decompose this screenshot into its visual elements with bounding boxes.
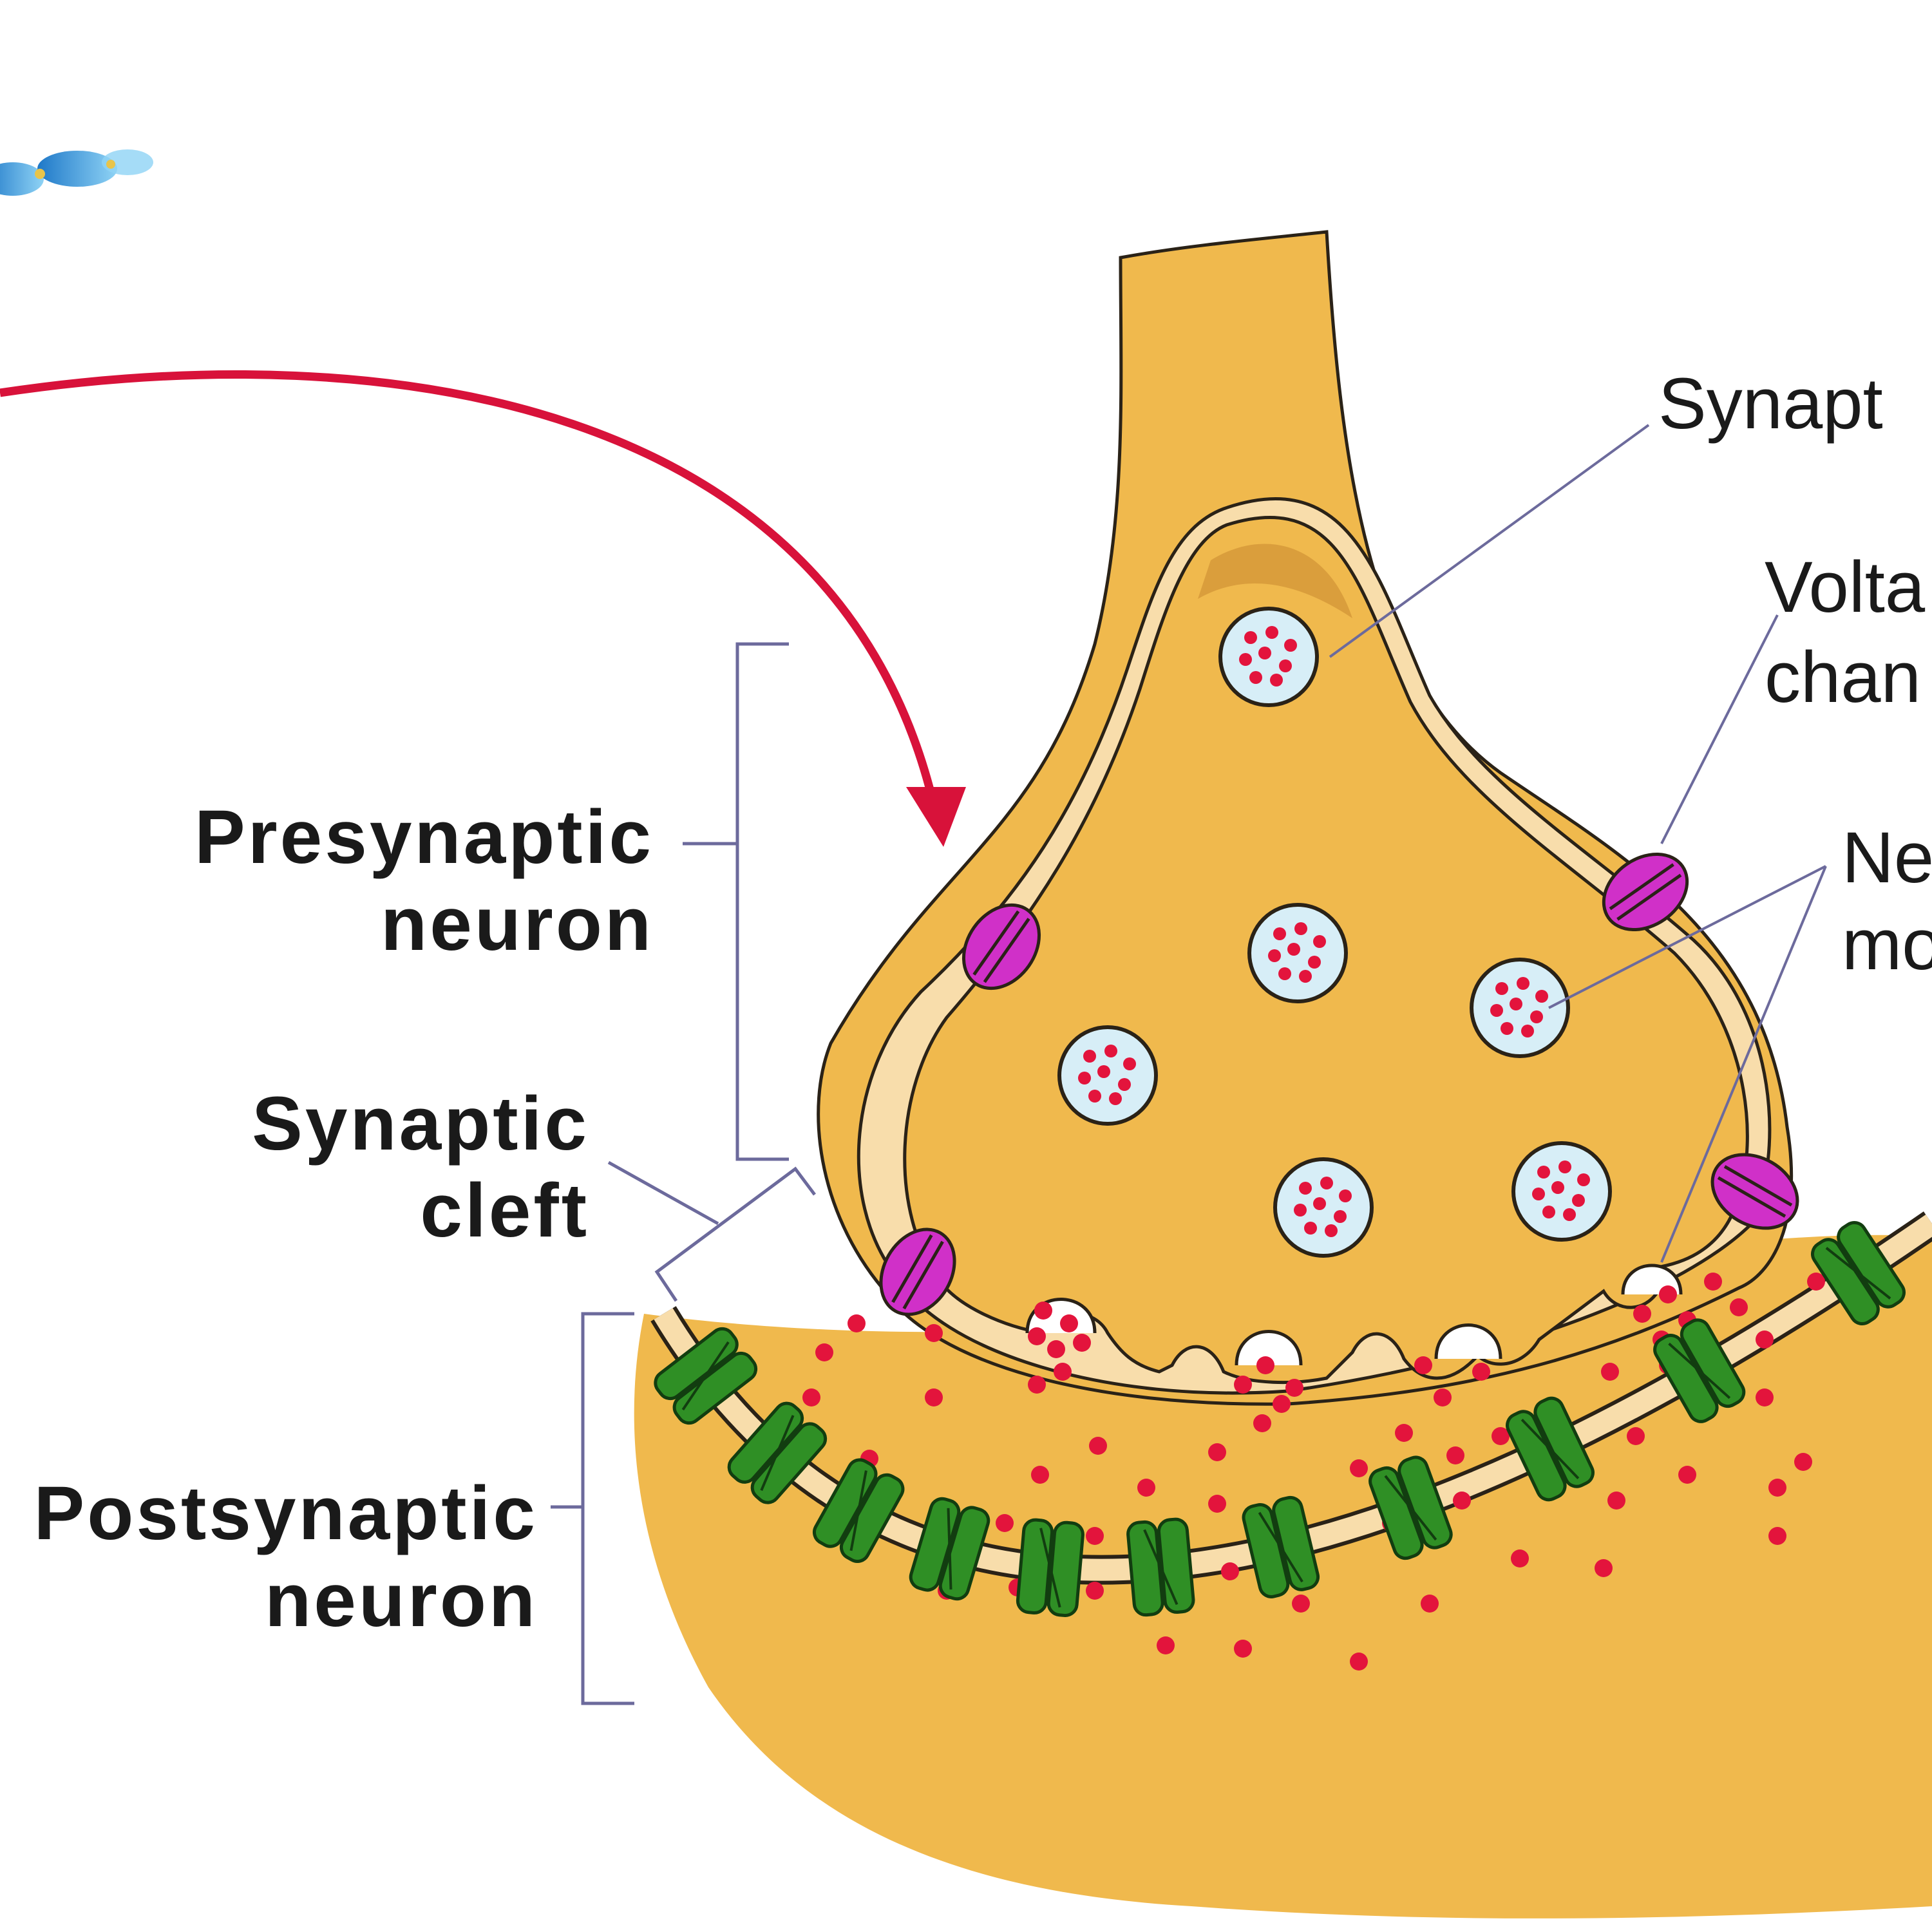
neurotransmitter-dot xyxy=(1511,1549,1529,1567)
receptor-channel-icon xyxy=(909,1497,990,1601)
receptor-channel-icon xyxy=(1016,1518,1084,1617)
neurotransmitter-dot xyxy=(1414,1356,1432,1374)
myelinated-axon-icon xyxy=(0,149,153,196)
action-potential-arrow xyxy=(0,370,966,847)
neurotransmitter-dot xyxy=(1292,1595,1310,1613)
neurotransmitter-dot xyxy=(1234,1640,1252,1658)
neurotransmitter-dot xyxy=(1768,1479,1786,1497)
neurotransmitter-dot xyxy=(1273,1395,1291,1413)
vesicles-label: Synapt xyxy=(1658,363,1883,444)
voltage-gated-channels xyxy=(879,852,1799,1316)
receptor-channel-icon xyxy=(654,1327,758,1425)
neurotransmitter-dot xyxy=(1472,1363,1490,1381)
neurotransmitter-dot xyxy=(848,1314,866,1332)
neurotransmitter-dot xyxy=(1054,1363,1072,1381)
neurotransmitter-dot xyxy=(1208,1495,1226,1513)
neurotransmitter-dot xyxy=(1434,1388,1452,1406)
receptor-channel-icon xyxy=(1506,1396,1595,1502)
presynaptic-label-line1: Presynaptic xyxy=(194,795,654,880)
label-leader-lines xyxy=(1329,424,1827,1263)
receptor-channel-icon xyxy=(1126,1517,1195,1617)
receptor-channel-icon xyxy=(812,1458,905,1564)
synaptic-vesicle xyxy=(1273,1157,1374,1258)
neurotransmitter-dot xyxy=(1453,1492,1471,1510)
neurotransmitter-dot xyxy=(1768,1527,1786,1545)
postsynaptic-bracket xyxy=(551,1312,634,1705)
receptor-channel-icon xyxy=(727,1401,828,1504)
receptor-channel-icon xyxy=(1368,1455,1453,1560)
voltage-channels-label-line2: chan xyxy=(1765,637,1921,717)
neurotransmitter-dot xyxy=(1633,1305,1651,1323)
neurotransmitter-dot xyxy=(1034,1302,1052,1320)
presynaptic-label-line2: neuron xyxy=(381,882,654,967)
neurotransmitter-dot xyxy=(1601,1363,1619,1381)
synaptic-vesicle xyxy=(1511,1141,1612,1242)
voltage-channels-label-line1: Volta xyxy=(1765,547,1926,627)
neurotransmitter-dot xyxy=(996,1514,1014,1532)
neurotransmitter-dot xyxy=(1089,1437,1107,1455)
neurotransmitter-dot xyxy=(1446,1446,1464,1464)
neurotransmitter-dot xyxy=(1659,1285,1677,1303)
neurotransmitter-dot xyxy=(1073,1334,1091,1352)
neurotransmitter-dot xyxy=(1756,1388,1774,1406)
cleft-label-line1: Synaptic xyxy=(252,1081,589,1166)
synaptic-vesicle xyxy=(1470,958,1570,1058)
receptor-channel-icon xyxy=(1811,1220,1906,1326)
neurotransmitter-dot xyxy=(1234,1376,1252,1394)
neurotransmitter-dot xyxy=(1794,1453,1812,1471)
synaptic-vesicles xyxy=(1057,607,1612,1258)
neurotransmitter-dot xyxy=(925,1388,943,1406)
neurotransmitter-dot xyxy=(1492,1427,1510,1445)
neurotransmitter-dot xyxy=(1756,1331,1774,1349)
neurotransmitter-label-line1: Ne xyxy=(1842,817,1932,898)
neurotransmitter-dot xyxy=(802,1388,820,1406)
neurotransmitter-dot xyxy=(1627,1427,1645,1445)
voltage-gated-channel-icon xyxy=(1710,1153,1799,1230)
fusing-vesicles xyxy=(1025,1264,1683,1366)
neurotransmitter-dot xyxy=(1704,1273,1722,1291)
synaptic-vesicle xyxy=(1218,607,1319,707)
neurotransmitter-dot xyxy=(1807,1273,1825,1291)
neurotransmitter-dot xyxy=(1031,1466,1049,1484)
postsynaptic-label-line1: Postsynaptic xyxy=(34,1471,538,1556)
neurotransmitter-dot xyxy=(1028,1327,1046,1345)
neurotransmitter-dot xyxy=(1730,1298,1748,1316)
synaptic-vesicle xyxy=(1247,903,1348,1003)
receptor-channel-icon xyxy=(1653,1318,1746,1423)
neurotransmitter-dot xyxy=(1253,1414,1271,1432)
cleft-bracket xyxy=(607,1160,816,1302)
neurotransmitter-dot xyxy=(1086,1527,1104,1545)
neurotransmitter-dot xyxy=(1678,1466,1696,1484)
neurotransmitter-label-line2: mo xyxy=(1842,904,1932,985)
cleft-label-line2: cleft xyxy=(420,1168,589,1253)
voltage-gated-channel-icon xyxy=(1602,852,1689,932)
postsynaptic-receptors xyxy=(654,1220,1906,1617)
postsynaptic-label-line2: neuron xyxy=(265,1558,538,1643)
neurotransmitter-dot xyxy=(1350,1653,1368,1671)
voltage-gated-channel-icon xyxy=(879,1227,956,1316)
neurotransmitter-dot xyxy=(1285,1379,1303,1397)
voltage-gated-channel-icon xyxy=(961,903,1041,990)
receptor-channel-icon xyxy=(1242,1495,1320,1598)
neurotransmitter-dot xyxy=(1350,1459,1368,1477)
presynaptic-bracket xyxy=(683,642,789,1161)
neurotransmitter-dot xyxy=(1595,1559,1613,1577)
neurotransmitter-dot xyxy=(1607,1492,1625,1510)
neurotransmitter-dot xyxy=(1086,1582,1104,1600)
neurotransmitter-dot xyxy=(925,1324,943,1342)
neurotransmitter-dot xyxy=(1256,1356,1274,1374)
neurotransmitter-dot xyxy=(1421,1595,1439,1613)
neurotransmitter-dot xyxy=(815,1343,833,1361)
neurotransmitter-dot xyxy=(1028,1376,1046,1394)
synaptic-vesicle xyxy=(1057,1025,1158,1126)
neurotransmitter-dot xyxy=(1047,1340,1065,1358)
neurotransmitter-dot xyxy=(1395,1424,1413,1442)
neurotransmitter-dot xyxy=(1221,1562,1239,1580)
neurotransmitter-dot xyxy=(1137,1479,1155,1497)
neurotransmitter-dot xyxy=(1208,1443,1226,1461)
neurotransmitter-dot xyxy=(1157,1636,1175,1654)
neurotransmitter-dot xyxy=(1060,1314,1078,1332)
